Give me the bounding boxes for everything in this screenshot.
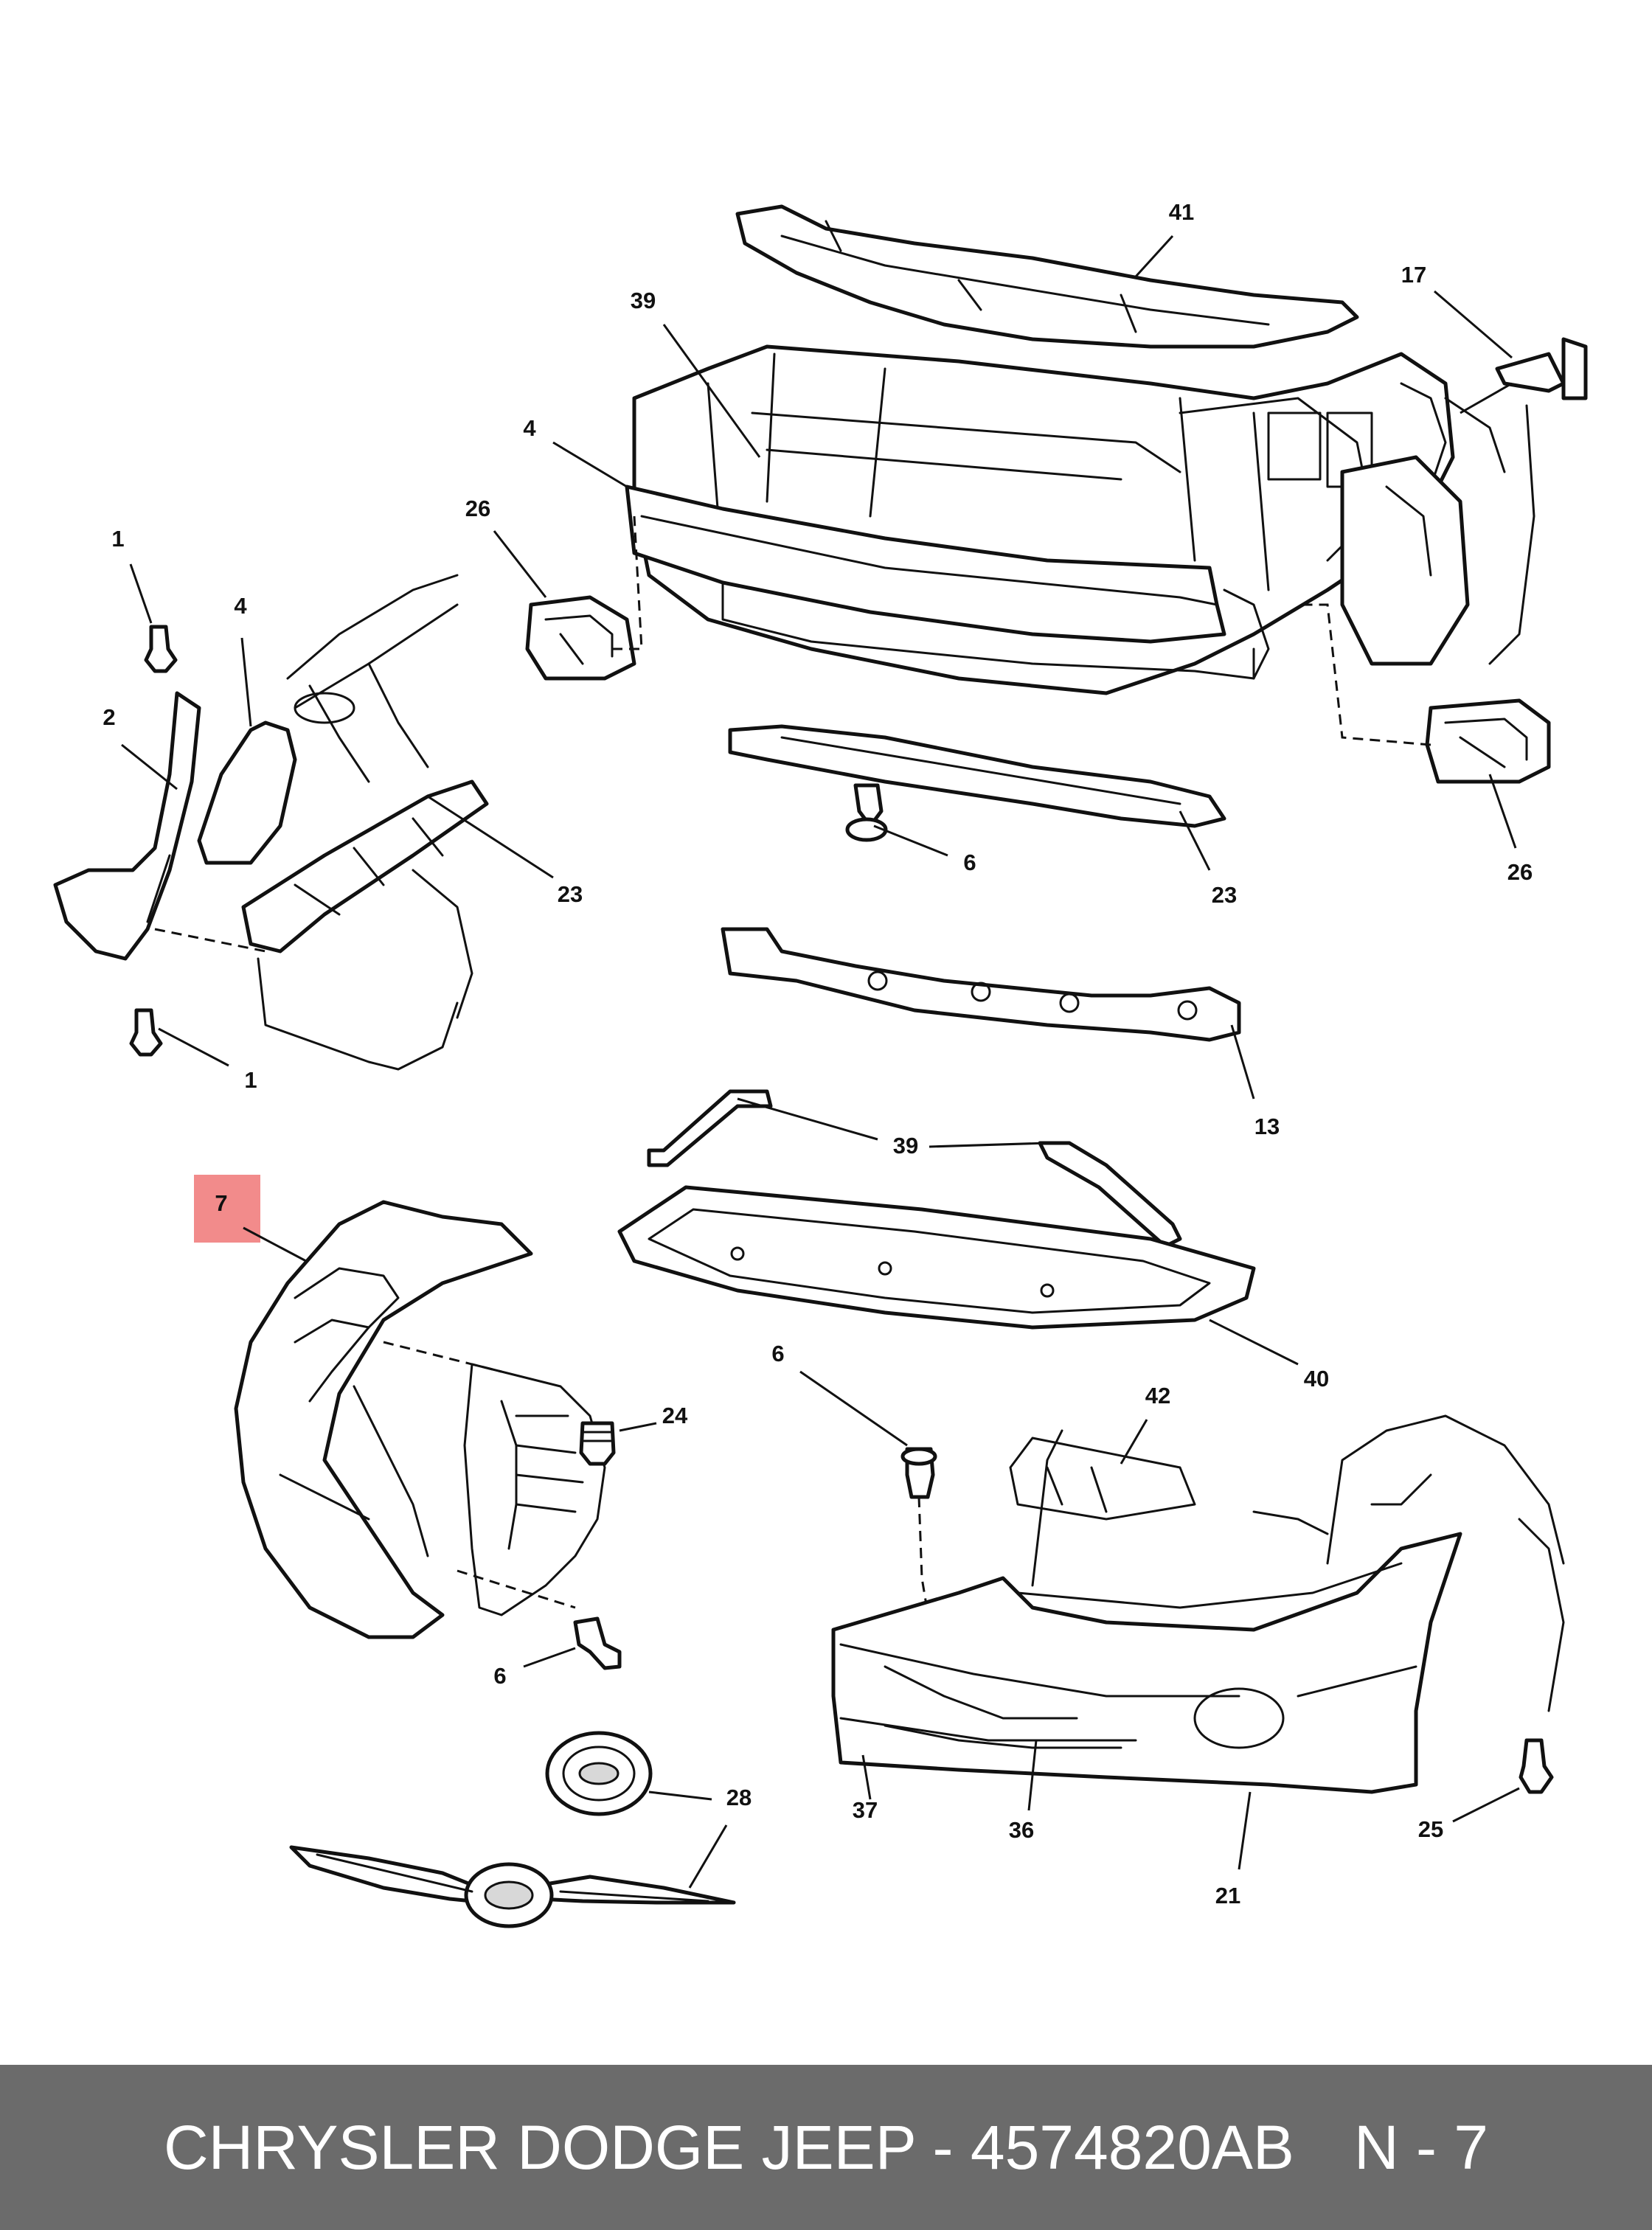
parts-diagram: 41 17 39 4 26 1 4 2 23 1 6 23 26 13 39 7…	[53, 199, 1588, 1928]
leader-lines	[121, 235, 1520, 1889]
part-6-fastener-lower-left	[573, 1616, 622, 1670]
callout-23-right: 23	[1212, 882, 1237, 908]
leader-dashed-1	[154, 928, 266, 953]
callout-25: 25	[1418, 1816, 1443, 1842]
part-1-fastener-lower	[129, 1008, 163, 1057]
leader-dashed-7	[383, 1341, 502, 1373]
part-25-fastener	[1519, 1738, 1554, 1794]
callout-41: 41	[1169, 199, 1194, 225]
part-17-push-pin	[1495, 337, 1588, 400]
grille-winged-badge	[289, 1845, 736, 1928]
footer-page-number: N - 7	[1354, 2113, 1489, 2182]
part-40-splash-shield	[617, 1185, 1256, 1330]
callout-6-lower: 6	[493, 1663, 506, 1689]
callout-26-left: 26	[465, 496, 490, 521]
part-6-fastener-upper	[845, 783, 888, 842]
footer-bar: CHRYSLER DODGE JEEP - 4574820AB N - 7	[0, 2065, 1652, 2230]
right-frame-structure	[1031, 1414, 1565, 1712]
callout-4-left: 4	[234, 593, 247, 619]
callout-21: 21	[1215, 1883, 1240, 1908]
callout-28: 28	[726, 1785, 752, 1810]
leader-dashed-6c	[457, 1569, 576, 1609]
part-23-bumper-bracket-left	[241, 779, 489, 954]
callout-39-upper: 39	[631, 288, 656, 313]
callout-42: 42	[1145, 1383, 1170, 1408]
part-13-bumper-bracket	[721, 927, 1241, 1042]
part-26-bumper-isolator-left	[525, 595, 636, 681]
part-4-bumper-reinforcement	[625, 484, 1270, 680]
part-4-reinforcement-side	[197, 720, 297, 865]
part-21-front-fascia	[831, 1532, 1462, 1794]
part-2-fender-liner	[53, 691, 201, 961]
left-frame-structure	[257, 574, 473, 1071]
callout-37: 37	[853, 1797, 878, 1823]
callout-6-middle: 6	[771, 1341, 784, 1366]
leader-dashed-26b	[1298, 603, 1431, 746]
callout-26-right: 26	[1507, 859, 1533, 885]
part-28-emblem	[545, 1731, 653, 1816]
callout-36: 36	[1009, 1817, 1034, 1843]
callout-4-upper: 4	[523, 415, 536, 441]
callout-17: 17	[1401, 262, 1426, 288]
part-39-support-rods	[647, 1089, 1182, 1248]
part-41-upper-crossmember-cover	[735, 204, 1359, 349]
callout-40: 40	[1304, 1366, 1329, 1392]
callout-6-upper: 6	[963, 850, 976, 875]
part-7-fascia-end-cap	[234, 1200, 533, 1639]
callout-7: 7	[215, 1190, 227, 1216]
part-6-fastener-middle	[900, 1447, 937, 1499]
leader-dashed-26a	[612, 515, 643, 650]
footer-title: CHRYSLER DODGE JEEP - 4574820AB	[164, 2113, 1294, 2182]
callout-1-upper: 1	[111, 526, 124, 552]
callout-2: 2	[103, 704, 115, 730]
callout-1-lower: 1	[244, 1067, 257, 1093]
part-26-bumper-isolator-right	[1425, 698, 1551, 784]
callout-13: 13	[1254, 1114, 1280, 1139]
part-1-fastener-upper	[144, 625, 178, 673]
part-23-bumper-bracket-upper	[728, 724, 1226, 828]
callout-24: 24	[662, 1403, 688, 1428]
part-24-screw	[579, 1421, 616, 1466]
callout-39-lower: 39	[893, 1133, 918, 1159]
fender-panel	[463, 1363, 606, 1616]
part-42-grille-reinforcement	[1009, 1437, 1196, 1521]
callout-23-left: 23	[558, 881, 583, 907]
